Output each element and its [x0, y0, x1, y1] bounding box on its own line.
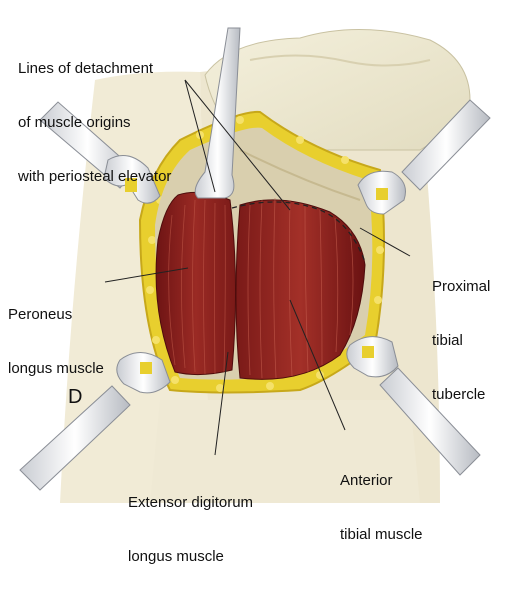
extensor-text-1: Extensor digitorum [128, 494, 254, 511]
label-anterior-tibial-muscle: Anterior tibial muscle [340, 436, 423, 580]
illustration-canvas [19, 27, 491, 503]
tubercle-text-2: tibial [432, 332, 463, 349]
retractor-top-left [39, 101, 161, 204]
anterior-tibial-muscle [235, 199, 366, 380]
surgical-illustration: Lines of detachment of muscle origins wi… [8, 24, 491, 565]
anterior-tibial-fibers [247, 197, 354, 379]
tubercle-text-1: Proximal [432, 278, 491, 295]
leader-detachment-b [184, 79, 291, 211]
panel-letter: D [68, 386, 83, 408]
retractor-top-right [357, 99, 491, 215]
retractor-bottom-left [19, 352, 171, 491]
detachment-dashed-line [231, 201, 366, 263]
leader-peroneus [104, 267, 189, 283]
anterior-text-1: Anterior [340, 472, 393, 489]
peroneus-text-1: Peroneus [8, 306, 73, 323]
leader-detachment-a [184, 79, 216, 193]
peroneus-longus-muscle [155, 191, 237, 376]
periosteum-fold [239, 149, 361, 201]
label-lines-of-detachment: Lines of detachment of muscle origins wi… [18, 24, 171, 222]
peroneus-text-2: longus muscle [8, 360, 104, 377]
leader-lines [104, 79, 411, 456]
periosteal-elevator [194, 27, 241, 199]
leader-extensor [214, 351, 229, 456]
tibia-shaft [150, 400, 420, 503]
bone-contour [249, 54, 431, 67]
detachment-text-1: Lines of detachment [18, 60, 154, 77]
tubercle-text-3: tubercle [432, 386, 486, 403]
peroneus-fibers [168, 199, 226, 375]
detachment-text-3: with periosteal elevator [18, 168, 172, 185]
leader-anterior [289, 299, 346, 431]
leader-tubercle [359, 227, 411, 257]
extensor-text-2: longus muscle [128, 548, 224, 565]
label-extensor-digitorum-longus: Extensor digitorum longus muscle [128, 458, 253, 602]
detachment-text-2: of muscle origins [18, 114, 131, 131]
retractor-bottom-right [346, 336, 481, 476]
label-proximal-tibial-tubercle: Proximal tibial tubercle [432, 242, 490, 440]
label-peroneus-longus: Peroneus longus muscle [8, 270, 104, 414]
anterior-text-2: tibial muscle [340, 526, 423, 543]
